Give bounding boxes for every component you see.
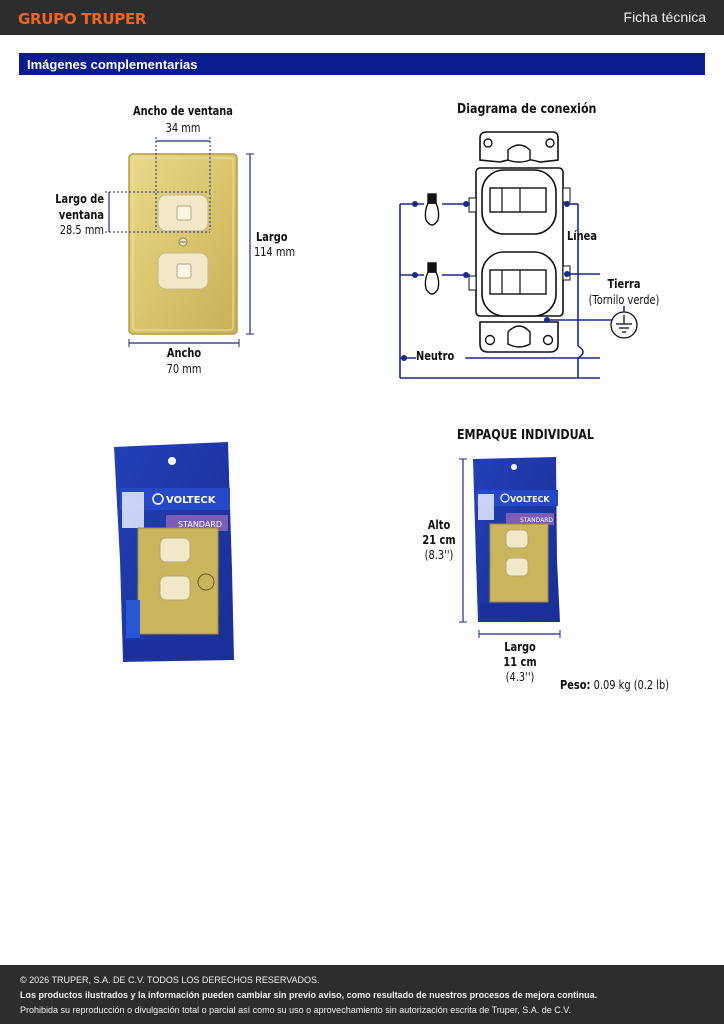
plate-length-value: 114 mm — [254, 245, 296, 259]
neutral-label: Neutro — [416, 349, 466, 364]
brand-truper: TRUPER — [81, 10, 147, 28]
package-weight-value: 0.09 kg (0.2 lb) — [593, 678, 670, 692]
brand-grupo: GRUPO — [18, 10, 77, 28]
header-bar: GRUPO TRUPER Ficha técnica — [0, 0, 724, 35]
footer-notice: Los productos ilustrados y la informació… — [20, 990, 598, 1000]
package-weight-label: Peso: — [560, 678, 591, 692]
section-title-bar: Imágenes complementarias — [19, 53, 705, 75]
ground-note: (Tornilo verde) — [588, 293, 660, 307]
package-brand-small: VOLTECK — [510, 495, 550, 504]
line-label: Línea — [567, 229, 597, 243]
plate-length-label: Largo — [256, 230, 288, 244]
package-line-large: STANDARD — [178, 520, 222, 529]
ground-label: Tierra — [607, 277, 641, 291]
plate-width-label: Ancho — [166, 346, 202, 360]
package-weight: Peso: 0.09 kg (0.2 lb) — [560, 678, 669, 693]
plate-width-value: 70 mm — [166, 362, 202, 376]
footer-prohibition: Prohibida su reproducción o divulgación … — [20, 1005, 571, 1015]
window-length-value: 28.5 mm — [59, 223, 104, 237]
package-brand-large: VOLTECK — [166, 495, 217, 506]
package-height-label: Alto — [427, 518, 451, 532]
package-length-inches: (4.3'') — [505, 670, 535, 684]
window-width-label: Ancho de ventana — [133, 104, 233, 118]
window-width-value: 34 mm — [165, 121, 201, 135]
package-height-inches: (8.3'') — [424, 548, 454, 562]
package-title: EMPAQUE INDIVIDUAL — [457, 427, 594, 443]
connection-diagram-title: Diagrama de conexión — [457, 101, 597, 117]
brand-logo: GRUPO TRUPER — [18, 10, 146, 28]
window-length-label-2: ventana — [58, 208, 104, 222]
package-length-label: Largo — [504, 640, 536, 654]
package-line-small: STANDARD — [520, 517, 553, 524]
footer-copyright: © 2026 TRUPER, S.A. DE C.V. TODOS LOS DE… — [20, 975, 320, 985]
package-length-value: 11 cm — [503, 655, 537, 669]
section-title: Imágenes complementarias — [27, 57, 198, 72]
ground-icon — [610, 311, 638, 339]
package-height-value: 21 cm — [422, 533, 456, 547]
footer: © 2026 TRUPER, S.A. DE C.V. TODOS LOS DE… — [0, 965, 724, 1024]
window-length-label-1: Largo de — [55, 192, 104, 206]
document-type: Ficha técnica — [623, 9, 706, 25]
